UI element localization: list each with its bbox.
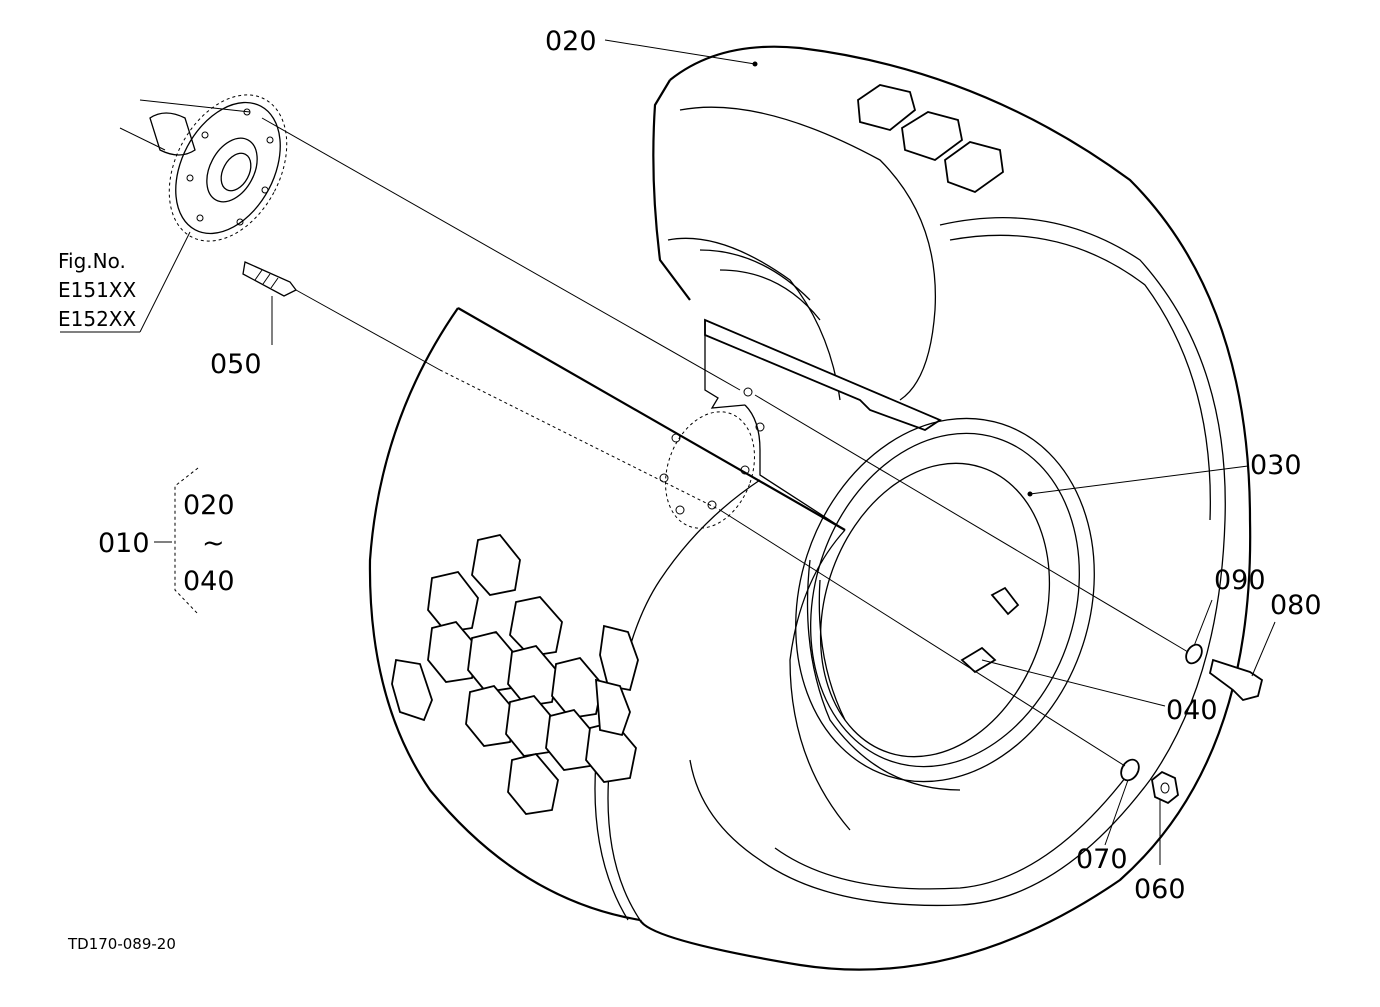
assembly-from: 020 [183,490,235,521]
stud-bolt-050 [242,261,297,297]
callout-030: 030 [1250,450,1302,481]
fig-ref-line2: E151XX [58,278,137,302]
callout-080: 080 [1270,590,1322,621]
assembly-to: 040 [183,566,235,597]
callout-050: 050 [210,349,262,380]
callout-070: 070 [1076,844,1128,875]
fig-ref-line1: Fig.No. [58,249,126,273]
callout-060: 060 [1134,874,1186,905]
leader-lines [60,39,1276,865]
tread-lugs-side [391,533,639,815]
tread-lugs-top [857,84,1004,194]
callout-020: 020 [545,26,597,57]
rim-030 [659,387,1095,791]
axle-hub-flange [119,94,288,242]
tire-020 [639,45,1252,971]
assembly-group-010: 010 020 ~ 040 [98,467,235,615]
hardware-parts [1120,643,1264,805]
drawing-code: TD170-089-20 [67,935,176,953]
assembly-label: 010 [98,528,150,559]
callout-040: 040 [1166,695,1218,726]
assembly-tilde: ~ [202,528,225,559]
fig-ref-line3: E152XX [58,307,137,331]
callout-090: 090 [1214,565,1266,596]
